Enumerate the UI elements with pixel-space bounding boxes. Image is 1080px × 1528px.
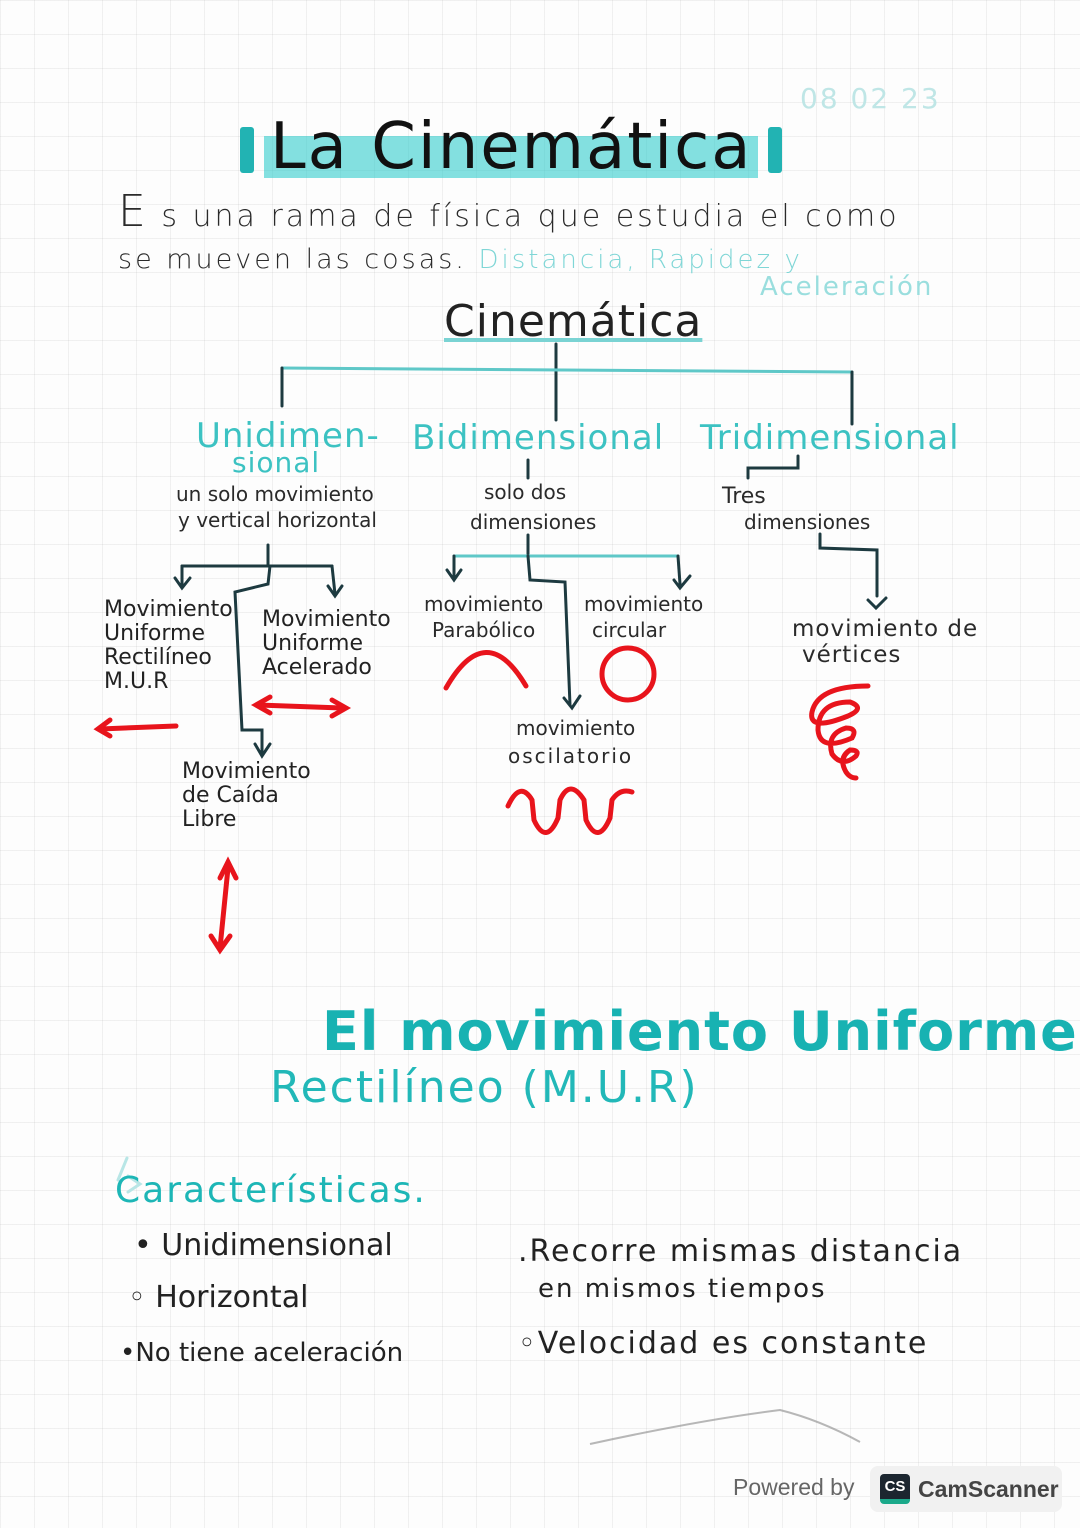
leaf-mua: Movimiento Uniforme Acelerado xyxy=(262,607,391,680)
tridimensional-desc-2: dimensiones xyxy=(744,510,871,534)
page-title: La Cinemática xyxy=(230,110,792,184)
powered-by-label: Powered by xyxy=(733,1474,855,1500)
spiral-icon xyxy=(809,683,871,781)
leaf-circular-2: circular xyxy=(592,618,667,642)
camscanner-logo-icon: CS xyxy=(880,1474,910,1504)
intro-line-2: se mueven las cosas. Distancia, Rapidez … xyxy=(118,244,803,275)
unidimensional-desc-2: y vertical horizontal xyxy=(178,508,377,532)
leaf-mur: Movimiento Uniforme Rectilíneo M.U.R xyxy=(104,597,233,694)
camscanner-badge[interactable]: CS CamScanner xyxy=(870,1466,1062,1512)
highlight-bracket-right xyxy=(768,127,783,174)
double-vertical-arrow-icon xyxy=(208,856,239,955)
bidimensional-desc-1: solo dos xyxy=(484,480,567,504)
bullet-recorre-cont: en mismos tiempos xyxy=(538,1274,827,1304)
parabola-arc-icon xyxy=(443,650,529,691)
camscanner-brand: CamScanner xyxy=(918,1475,1059,1502)
unidimensional-desc-1: un solo movimiento xyxy=(176,482,374,506)
bullet-horizontal: ◦ Horizontal xyxy=(128,1280,309,1315)
leaf-caida-libre: Movimiento de Caída Libre xyxy=(182,759,311,832)
left-arrow-icon xyxy=(93,717,179,739)
characteristics-heading: Características. xyxy=(115,1170,427,1211)
highlight-bracket-left xyxy=(240,127,254,174)
concept-map-root: Cinemática xyxy=(444,296,703,347)
bullet-recorre: .Recorre mismas distancia xyxy=(518,1234,964,1269)
bullet-velocidad: ◦Velocidad es constante xyxy=(518,1326,929,1361)
branch-unidimensional: Unidimen- xyxy=(196,416,380,456)
intro-line-3: Aceleración xyxy=(760,272,934,302)
leaf-parabolico-2: Parabólico xyxy=(432,618,536,642)
double-horizontal-arrow-icon xyxy=(250,694,352,719)
bullet-unidimensional: • Unidimensional xyxy=(134,1228,393,1263)
bidimensional-desc-2: dimensiones xyxy=(470,510,597,534)
tridimensional-desc-1: Tres xyxy=(722,484,766,509)
leaf-oscilatorio-1: movimiento xyxy=(516,716,636,740)
leaf-parabolico-1: movimiento xyxy=(424,592,544,616)
circle-icon xyxy=(599,645,657,703)
section-title-line-1: El movimiento Uniforme xyxy=(322,1000,1078,1063)
leaf-circular-1: movimiento xyxy=(584,592,704,616)
wave-icon xyxy=(505,786,635,835)
date-stamp: 08 02 23 xyxy=(800,82,941,115)
leaf-vertices-1: movimiento de xyxy=(792,616,979,642)
intro-line-1: E s una rama de física que estudia el co… xyxy=(118,186,900,237)
bullet-no-aceleracion: •No tiene aceleración xyxy=(120,1338,404,1368)
branch-unidimensional-cont: sional xyxy=(232,446,321,479)
section-title-line-2: Rectilíneo (M.U.R) xyxy=(270,1062,699,1113)
leaf-oscilatorio-2: oscilatorio xyxy=(508,744,634,768)
branch-bidimensional: Bidimensional xyxy=(412,418,665,458)
leaf-vertices-2: vértices xyxy=(802,642,902,668)
branch-tridimensional: Tridimensional xyxy=(700,418,960,458)
